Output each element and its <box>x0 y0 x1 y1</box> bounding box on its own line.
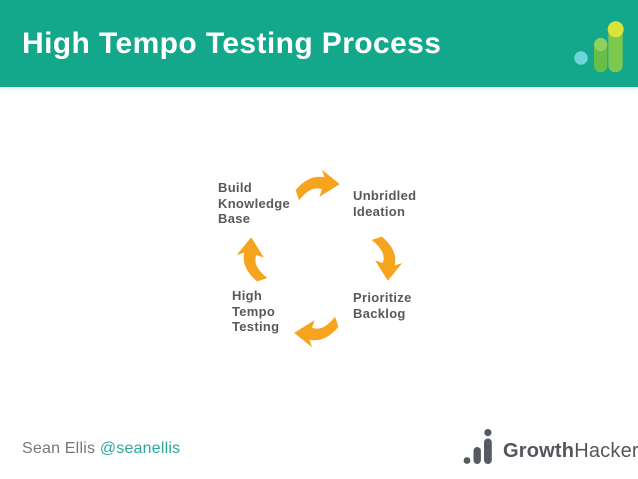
brand-name-hackers: Hackers <box>574 440 638 462</box>
cycle-arrow-left-icon <box>294 316 339 348</box>
brand-name: GrowthHackers <box>503 436 638 466</box>
step-label-line: High <box>232 288 263 303</box>
author-byline: Sean Ellis @seanellis <box>22 440 180 458</box>
process-step-high-tempo-testing: High Tempo Testing <box>232 288 279 335</box>
twitter-handle: @seanellis <box>99 440 181 457</box>
page-title: High Tempo Testing Process <box>22 26 442 60</box>
step-label-line: Build <box>218 180 252 195</box>
step-label-line: Prioritize <box>353 290 412 305</box>
step-label-line: Ideation <box>353 203 406 219</box>
step-label-line: Knowledge <box>218 195 291 211</box>
process-step-unbridled-ideation: Unbridled Ideation <box>353 188 416 219</box>
growthhackers-wordmark: GrowthHackers <box>462 429 638 466</box>
step-label-line: Backlog <box>353 305 406 321</box>
process-step-prioritize-backlog: Prioritize Backlog <box>353 290 412 321</box>
growthhackers-logo-icon <box>574 21 624 73</box>
cycle-arrow-down-icon <box>371 236 403 281</box>
step-label-line: Base <box>218 211 251 226</box>
step-label-line: Testing <box>232 319 280 334</box>
author-name: Sean Ellis <box>22 440 96 457</box>
slide-header: High Tempo Testing Process <box>0 0 638 87</box>
step-label-line: Tempo <box>232 303 276 319</box>
cycle-arrow-up-icon <box>236 237 268 282</box>
step-label-line: Unbridled <box>353 188 417 203</box>
cycle-arrow-right-icon <box>295 169 340 201</box>
brand-name-growth: Growth <box>503 440 575 462</box>
process-step-build-knowledge-base: Build Knowledge Base <box>218 180 290 227</box>
growthhackers-bars-icon <box>463 429 492 464</box>
